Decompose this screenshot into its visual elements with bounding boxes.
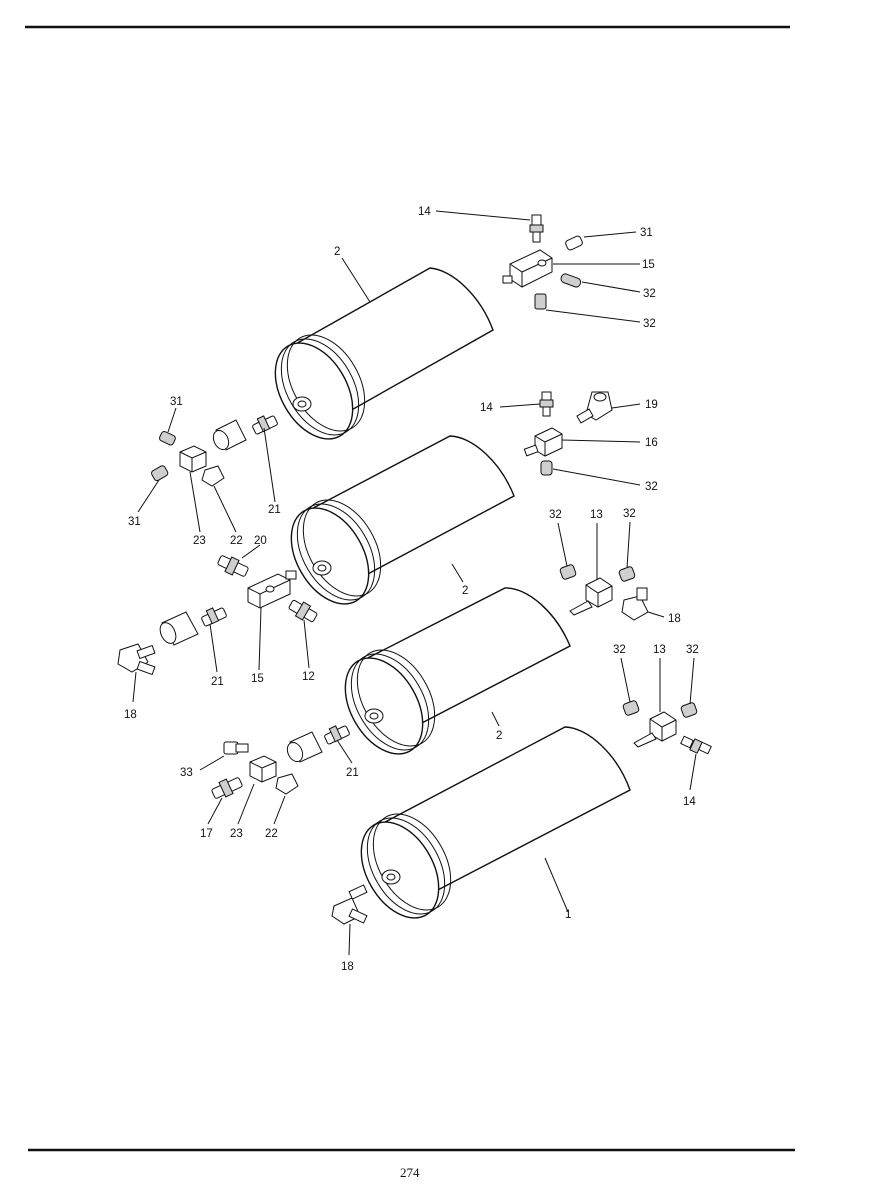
fitting-32-r3 (622, 700, 640, 716)
fitting-14-top (529, 214, 544, 243)
callout-33: 33 (180, 767, 193, 779)
callout-18-r: 18 (668, 613, 681, 625)
callout-13-a: 13 (590, 509, 603, 521)
tank-1-bottom (360, 726, 631, 919)
fitting-20 (217, 555, 249, 577)
callout-21-c: 21 (346, 767, 359, 779)
block-23-a (179, 445, 207, 473)
fitting-17 (211, 777, 243, 799)
callout-17: 17 (200, 828, 213, 840)
callout-14-top: 14 (418, 206, 431, 218)
fitting-32-tr2 (534, 293, 547, 310)
tank-2-third (344, 587, 571, 755)
callout-14-br: 14 (683, 796, 696, 808)
callout-20: 20 (254, 535, 267, 547)
elbow-18-r (621, 587, 649, 621)
elbow-19 (576, 391, 613, 424)
tank-2-top (274, 267, 494, 440)
callout-32-r2: 32 (623, 508, 636, 520)
callout-15-l: 15 (251, 673, 264, 685)
fitting-33 (223, 741, 249, 755)
fitting-32-tr1 (560, 273, 582, 288)
elbow-22-b (275, 773, 299, 795)
callout-1: 1 (565, 909, 571, 921)
callout-31-l1: 31 (170, 396, 183, 408)
callout-32-r1: 32 (549, 509, 562, 521)
callout-32-r3: 32 (613, 644, 626, 656)
block-16 (523, 427, 563, 457)
fitting-12 (288, 599, 318, 623)
block-15-top (502, 249, 553, 288)
elbow-18-b (331, 884, 368, 925)
fitting-31-l1 (159, 430, 176, 446)
callouts: 14 2 31 15 32 32 31 31 23 22 20 21 14 19… (124, 206, 699, 973)
fitting-32-mid (540, 460, 553, 476)
callout-13-b: 13 (653, 644, 666, 656)
callout-32-tr2: 32 (643, 318, 656, 330)
callout-14-mid: 14 (480, 402, 493, 414)
leader-lines (132, 210, 697, 956)
callout-18-b: 18 (341, 961, 354, 973)
tank-2-second (290, 435, 515, 605)
callout-32-r4: 32 (686, 644, 699, 656)
fitting-32-r1 (559, 564, 577, 580)
callout-19: 19 (645, 399, 658, 411)
fitting-31-top (565, 235, 583, 251)
fitting-14-br (680, 735, 712, 755)
callout-31-tr: 31 (640, 227, 653, 239)
filter-21-c-body (286, 731, 323, 763)
callout-16: 16 (645, 437, 658, 449)
callout-21-a: 21 (268, 504, 281, 516)
elbow-22-a (201, 465, 225, 487)
callout-2-c: 2 (496, 730, 502, 742)
elbow-18-l (117, 643, 156, 676)
fitting-21-a (252, 415, 278, 435)
fitting-14-mid (539, 391, 554, 417)
page-number: 274 (400, 1165, 420, 1180)
fitting-21-b (201, 607, 227, 627)
callout-22-b: 22 (265, 828, 278, 840)
callout-2-b: 2 (462, 585, 468, 597)
callout-23-b: 23 (230, 828, 243, 840)
callout-22-a: 22 (230, 535, 243, 547)
callout-15-tr: 15 (642, 259, 655, 271)
callout-21-b: 21 (211, 676, 224, 688)
fitting-21-c (324, 725, 350, 745)
filter-21-a-body (212, 419, 247, 451)
fitting-32-r4 (680, 702, 698, 718)
block-13-a (569, 577, 613, 616)
block-23-b (249, 755, 277, 783)
fitting-31-l2 (151, 465, 169, 482)
fitting-32-r2 (618, 566, 636, 582)
callout-12: 12 (302, 671, 315, 683)
callout-32-mid: 32 (645, 481, 658, 493)
callout-2-a: 2 (334, 246, 340, 258)
block-15-l (247, 570, 297, 609)
callout-32-tr1: 32 (643, 288, 656, 300)
block-13-b (633, 711, 677, 748)
callout-23-a: 23 (193, 535, 206, 547)
callout-31-l2: 31 (128, 516, 141, 528)
callout-18-l: 18 (124, 709, 137, 721)
filter-21-b-body (159, 611, 199, 646)
